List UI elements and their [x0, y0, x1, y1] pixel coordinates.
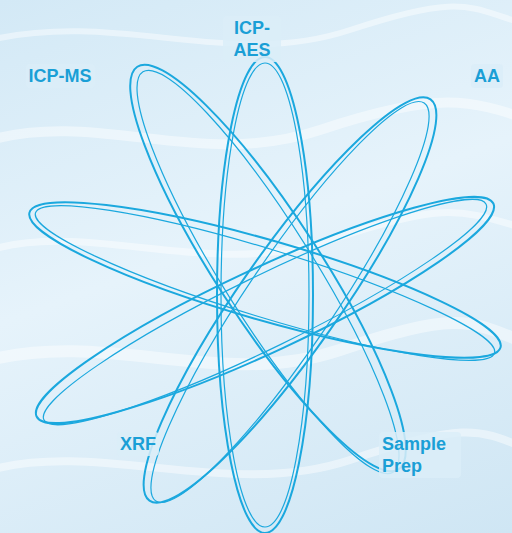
technique-label: ICP- AES: [223, 16, 281, 62]
orbit-ellipses: [18, 38, 511, 533]
technique-label: XRF: [117, 432, 159, 456]
technique-label: ICP-MS: [26, 64, 95, 88]
technique-label: Sample Prep: [379, 432, 461, 478]
technique-label: AA: [471, 64, 503, 88]
background-waves: [0, 7, 512, 475]
